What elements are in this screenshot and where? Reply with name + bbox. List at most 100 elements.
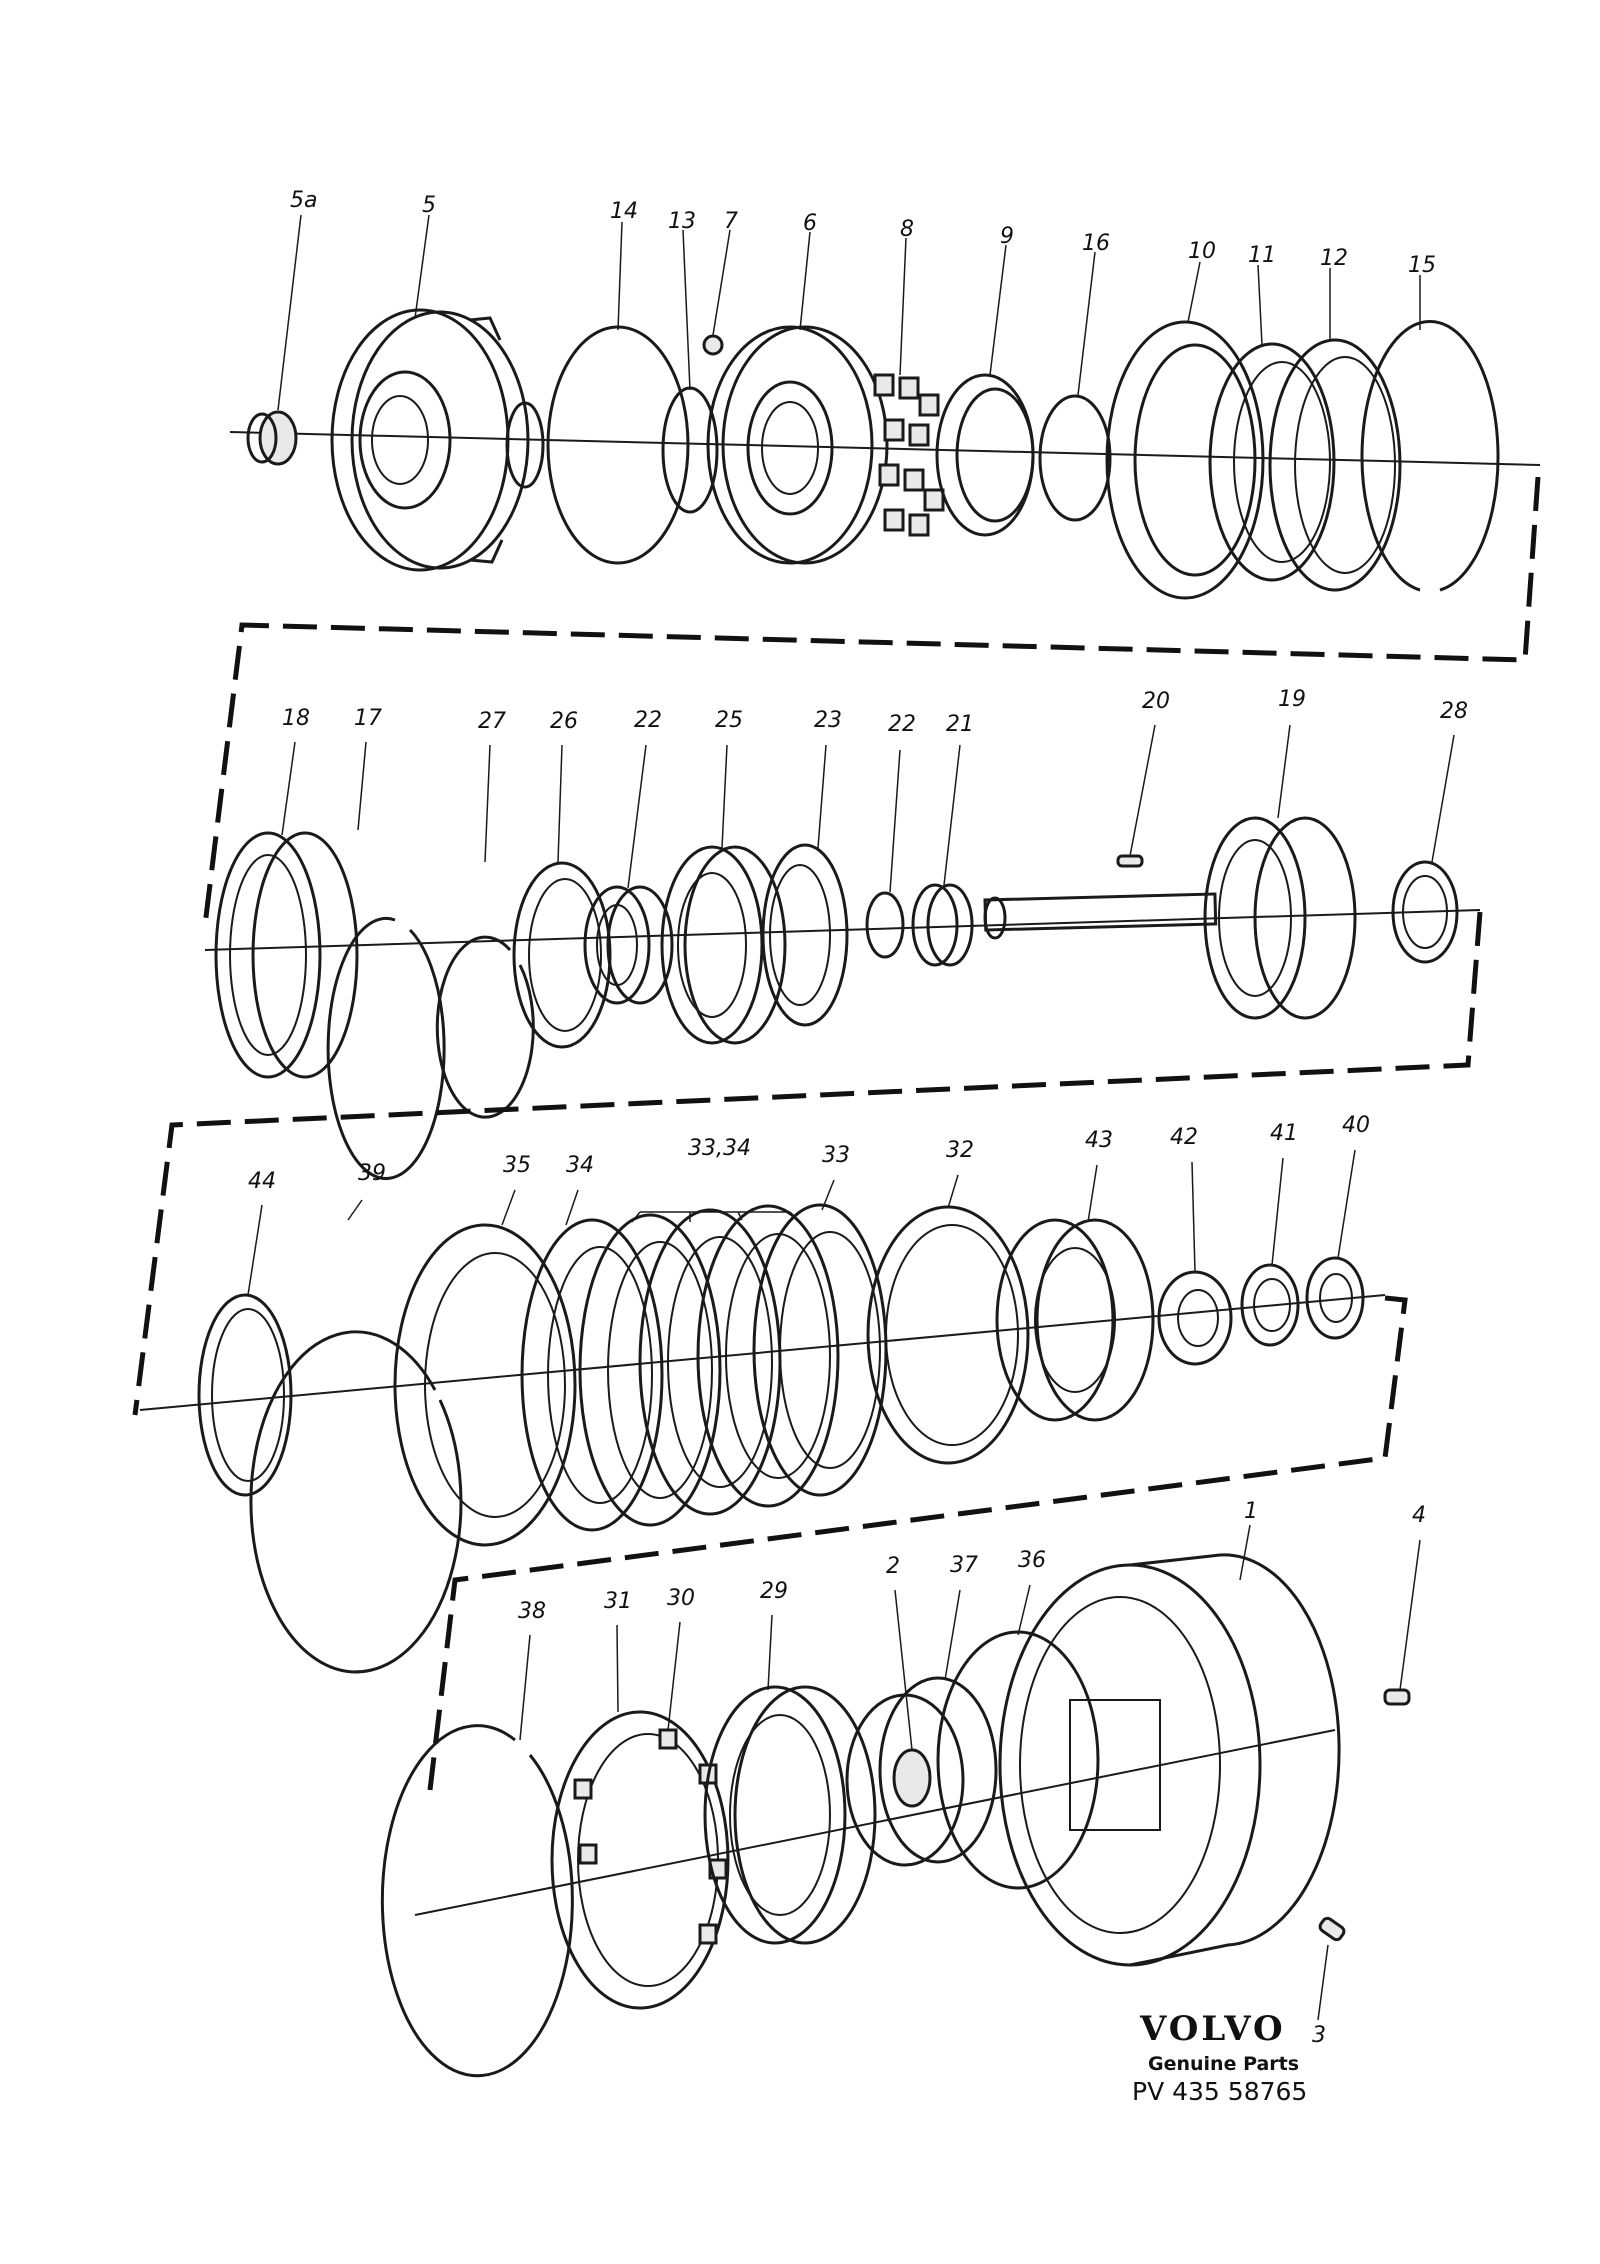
- part-shaft: [983, 892, 1218, 940]
- callout-3: 3: [1312, 2023, 1326, 2048]
- callout-numbers: 5a 5 14 13 7 6 8 9 16 10 11 12 15 18 17 …: [248, 188, 1468, 2048]
- callout-42: 42: [1170, 1125, 1198, 1150]
- callout-11: 11: [1248, 243, 1276, 268]
- callout-33: 33: [822, 1143, 850, 1168]
- part-3-dowel-pin: [1318, 1916, 1346, 1942]
- part-26-thrust-washer: [512, 861, 612, 1049]
- callout-41: 41: [1270, 1121, 1298, 1146]
- part-19-planet-carrier: [1203, 816, 1357, 1020]
- part-4-dowel-pin: [1383, 1688, 1411, 1706]
- part-8-return-springs: [873, 373, 945, 537]
- part-7-check-ball: [702, 334, 724, 356]
- volvo-logo: VOLVO: [1139, 2009, 1286, 2049]
- callout-22b: 22: [888, 712, 916, 737]
- callout-34: 34: [566, 1153, 594, 1178]
- callout-40: 40: [1342, 1113, 1370, 1138]
- row-4-assembly: [380, 1553, 1411, 2078]
- part-5a-bushing: [246, 410, 298, 466]
- part-39-ring: [249, 1330, 463, 1674]
- part-23-washer: [761, 843, 849, 1027]
- callout-5a: 5a: [290, 188, 317, 213]
- callout-33-34: 33,34: [688, 1136, 751, 1161]
- part-11-friction-disc: [1208, 342, 1336, 582]
- callout-21: 21: [946, 712, 974, 737]
- part-30-springs: [573, 1728, 728, 1945]
- part-37-seal-ring: [878, 1676, 998, 1864]
- callout-20: 20: [1142, 689, 1170, 714]
- callout-44: 44: [248, 1169, 276, 1194]
- callout-10: 10: [1188, 239, 1216, 264]
- part-5-clutch-drum: [330, 308, 545, 572]
- callout-31: 31: [604, 1589, 632, 1614]
- part-31-piston: [550, 1710, 730, 2010]
- part-42-washer: [1157, 1270, 1233, 1366]
- part-15-snap-ring: [1360, 319, 1500, 592]
- callout-30: 30: [667, 1586, 695, 1611]
- leader-lines: [247, 214, 1455, 2021]
- part-10-pressure-plate: [1105, 320, 1265, 600]
- part-33-34-disc-pack-a: [578, 1213, 722, 1527]
- callout-8: 8: [900, 217, 914, 242]
- callout-39: 39: [358, 1161, 386, 1186]
- part-6-piston: [706, 325, 889, 565]
- part-number: PV 435 58765: [1132, 2077, 1307, 2106]
- callout-22a: 22: [634, 708, 662, 733]
- callout-15: 15: [1408, 253, 1436, 278]
- part-35-pressure-plate: [393, 1223, 577, 1547]
- part-12-steel-disc: [1268, 338, 1402, 592]
- part-2-bushing: [845, 1693, 965, 1867]
- callout-28: 28: [1440, 699, 1468, 724]
- part-28-thrust-washer: [1391, 860, 1459, 964]
- callout-1: 1: [1244, 1499, 1258, 1524]
- group-frame-3: [427, 1295, 1408, 1791]
- part-16-snap-ring: [1038, 394, 1112, 522]
- callout-4: 4: [1412, 1503, 1426, 1528]
- part-29-retainer: [703, 1685, 877, 1945]
- part-34-friction-disc: [520, 1218, 664, 1532]
- callout-32: 32: [946, 1138, 974, 1163]
- part-22-bearing: [583, 885, 674, 1005]
- part-40-washer: [1305, 1256, 1365, 1340]
- callout-13: 13: [668, 209, 696, 234]
- row-2-assembly: [204, 816, 1481, 1180]
- part-41-thrust-bearing: [1240, 1263, 1300, 1347]
- brand-subtitle: Genuine Parts: [1148, 2053, 1299, 2075]
- part-25-sprag-gear: [660, 845, 787, 1045]
- brand-block: VOLVO Genuine Parts PV 435 58765: [1132, 2009, 1307, 2106]
- callout-12: 12: [1320, 246, 1348, 271]
- part-27-snap-ring: [435, 935, 535, 1119]
- callout-29: 29: [760, 1579, 788, 1604]
- callout-26: 26: [550, 709, 578, 734]
- callout-5: 5: [422, 193, 436, 218]
- group-frame-1: [202, 476, 1541, 926]
- callout-23: 23: [814, 708, 842, 733]
- callout-25: 25: [715, 708, 743, 733]
- callout-38: 38: [518, 1599, 546, 1624]
- row-3-assembly: [139, 1203, 1386, 1674]
- part-18-ring-gear: [214, 831, 359, 1079]
- part-9-spring-retainer: [935, 373, 1035, 537]
- part-14-seal-ring: [546, 325, 690, 565]
- part-22-small-bearing: [865, 891, 905, 959]
- callout-2: 2: [886, 1554, 900, 1579]
- part-33-34-disc-pack-c: [696, 1204, 840, 1508]
- part-21-bearing: [911, 883, 974, 967]
- callout-19: 19: [1278, 687, 1306, 712]
- callout-7: 7: [724, 209, 738, 234]
- callout-17: 17: [354, 706, 382, 731]
- part-1-transmission-case: [998, 1553, 1341, 1967]
- part-33-steel-disc: [752, 1203, 888, 1497]
- part-44-snap-ring: [197, 1293, 293, 1497]
- callout-16: 16: [1082, 231, 1110, 256]
- callout-37: 37: [950, 1553, 978, 1578]
- callout-35: 35: [503, 1153, 531, 1178]
- callout-36: 36: [1018, 1548, 1046, 1573]
- callout-9: 9: [1000, 224, 1014, 249]
- part-17-snap-ring: [326, 916, 446, 1180]
- part-38-snap-ring: [380, 1724, 574, 2078]
- group-frame-2: [132, 911, 1483, 1416]
- callout-14: 14: [610, 199, 638, 224]
- part-43-clutch-hub: [995, 1218, 1155, 1422]
- part-20-pin: [1116, 854, 1144, 868]
